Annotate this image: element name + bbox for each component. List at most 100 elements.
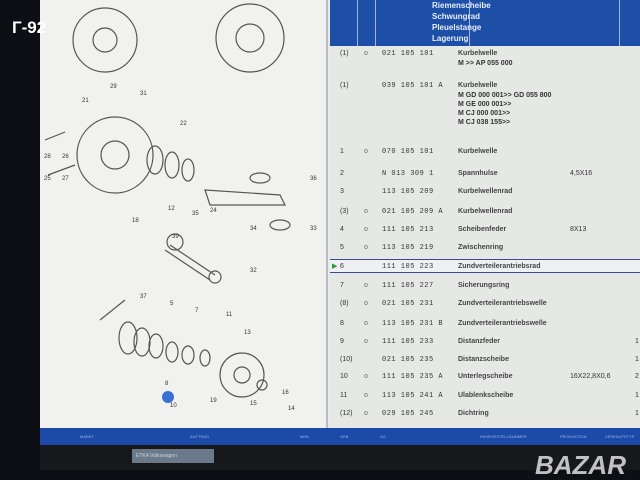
diagram-callout-number[interactable]: 36 <box>310 176 317 182</box>
part-number-cell: 113 105 219 <box>382 244 434 252</box>
position-cell: 5 <box>340 244 344 251</box>
group-name: Riemenscheibe <box>432 1 491 10</box>
diagram-callout-number[interactable]: 26 <box>62 154 69 160</box>
diagram-callout-number[interactable]: 37 <box>140 294 147 300</box>
part-number-cell: 021 105 101 <box>382 50 434 58</box>
diagram-callout-number[interactable]: 7 <box>195 308 199 314</box>
diagram-callout-number[interactable]: 32 <box>250 268 257 274</box>
group-name: Schwungrad <box>432 12 481 21</box>
marker-cell: o <box>364 282 368 289</box>
diagram-callout-number[interactable]: 31 <box>140 91 147 97</box>
diagram-callout-number[interactable]: 14 <box>288 406 295 412</box>
position-cell: 3 <box>340 188 344 195</box>
group-name: Pleuelstange <box>432 23 482 32</box>
status-field: PRODUKTION <box>560 434 587 439</box>
part-number-cell: 111 105 227 <box>382 282 434 290</box>
status-field: VERKAUFSTYP <box>605 434 635 439</box>
diagram-callout-number[interactable]: 27 <box>62 176 69 182</box>
diagram-callout-number[interactable]: 39 <box>172 234 179 240</box>
diagram-callout-number[interactable]: 15 <box>250 401 257 407</box>
position-cell: 9 <box>340 338 344 345</box>
part-number-cell: 111 105 235 A <box>382 373 444 381</box>
position-cell: (12) <box>340 410 353 417</box>
diagram-callout-number[interactable]: 18 <box>132 218 139 224</box>
diagram-callout-number[interactable]: 35 <box>192 211 199 217</box>
selected-position-marker[interactable] <box>162 391 174 403</box>
size-cell: 8X13 <box>570 226 587 233</box>
diagram-callout-number[interactable]: 10 <box>170 403 177 409</box>
marker-cell: o <box>364 148 368 155</box>
diagram-callout-number[interactable]: 28 <box>44 154 51 160</box>
diagram-callout-number[interactable]: 24 <box>210 208 217 214</box>
position-cell: (8) <box>340 300 349 307</box>
diagram-callout-number[interactable]: 13 <box>244 330 251 336</box>
marker-cell: o <box>364 338 368 345</box>
part-name-cell: Kurbelwelle <box>458 82 498 89</box>
part-number-cell: N 013 309 1 <box>382 170 434 178</box>
status-field: GKB <box>340 434 349 439</box>
diagram-callout-number[interactable]: 21 <box>82 98 89 104</box>
selected-row-arrow-icon: ▶ <box>332 263 338 270</box>
quantity-cell: 2 <box>635 373 639 380</box>
taskbar-app-button[interactable]: ETKA Volkswagen <box>132 449 214 463</box>
marker-cell: o <box>364 208 368 215</box>
marker-cell: o <box>364 373 368 380</box>
part-name-cell: Zundverteilerantriebsrad <box>458 263 541 270</box>
diagram-callout-number[interactable]: 5 <box>170 301 174 307</box>
quantity-cell: 1 <box>635 356 639 363</box>
diagram-callout-number[interactable]: 12 <box>168 206 175 212</box>
part-name-cell: Zwischenring <box>458 244 504 251</box>
marker-cell: o <box>364 410 368 417</box>
diagram-callout-number[interactable]: 29 <box>110 84 117 90</box>
part-name-cell: Ulablenkscheibe <box>458 392 514 399</box>
part-name-cell: Kurbelwelle <box>458 148 498 155</box>
position-cell: 10 <box>340 373 348 380</box>
model-range-line: M CJ 038 155>> <box>458 119 511 126</box>
part-name-cell: Zundverteilerantriebswelle <box>458 320 547 327</box>
diagram-callout-number[interactable]: 25 <box>44 176 51 182</box>
exploded-parts-diagram[interactable]: 29 31 21 22 28 26 25 27 18 12 35 24 34 36 33 39 32 37 5 7 11… <box>40 0 328 428</box>
part-number-cell: 111 105 223 <box>382 263 434 271</box>
status-field: AUFTRAG <box>190 434 210 439</box>
marker-cell: o <box>364 392 368 399</box>
status-field: MARKT <box>80 434 94 439</box>
diagram-callout-number[interactable]: 33 <box>310 226 317 232</box>
part-name-cell: Scheibenfeder <box>458 226 507 233</box>
part-name-cell: Kurbelwellenrad <box>458 208 513 215</box>
part-number-cell: 070 105 101 <box>382 148 434 156</box>
position-cell: 11 <box>340 392 348 399</box>
diagram-callout-number[interactable]: 19 <box>210 398 217 404</box>
position-cell: (10) <box>340 356 353 363</box>
part-name-cell: Spannhulse <box>458 170 498 177</box>
watermark-logo: BAZAR <box>535 450 626 480</box>
model-range-line: M GE 000 001>> <box>458 101 512 108</box>
size-cell: 16X22,8X0,6 <box>570 373 611 380</box>
part-name-cell: Distanzfeder <box>458 338 501 345</box>
group-names: Riemenscheibe Schwungrad Pleuelstange La… <box>432 0 491 44</box>
marker-cell: o <box>364 320 368 327</box>
marker-cell: o <box>364 50 368 57</box>
diagram-callout-number[interactable]: 8 <box>165 381 169 387</box>
size-cell: 4,5X16 <box>570 170 593 177</box>
part-number-cell: 029 105 245 <box>382 410 434 418</box>
position-cell: (1) <box>340 82 349 89</box>
diagram-callout-number[interactable]: 11 <box>226 312 233 318</box>
diagram-callout-number[interactable]: 34 <box>250 226 257 232</box>
part-name-cell: Kurbelwelle <box>458 50 498 57</box>
diagram-callout-number[interactable]: 16 <box>282 390 289 396</box>
part-number-cell: 111 105 213 <box>382 226 434 234</box>
diagram-drawing: 29 31 21 22 28 26 25 27 18 12 35 24 34 36 33 39 32 37 5 7 11… <box>44 3 317 412</box>
part-name-cell: Dichtring <box>458 410 489 417</box>
diagram-callout-number[interactable]: 22 <box>180 121 187 127</box>
part-number-cell: 039 105 101 A <box>382 82 444 90</box>
position-cell: 7 <box>340 282 344 289</box>
status-field: FAHRGESTELLNUMMER <box>480 434 527 439</box>
part-name-cell: Kurbelwellenrad <box>458 188 513 195</box>
parts-table: Riemenscheibe Schwungrad Pleuelstange La… <box>330 0 640 428</box>
model-range-line: M CJ 000 001>> <box>458 110 511 117</box>
table-header: Riemenscheibe Schwungrad Pleuelstange La… <box>330 0 640 46</box>
marker-cell: o <box>364 244 368 251</box>
